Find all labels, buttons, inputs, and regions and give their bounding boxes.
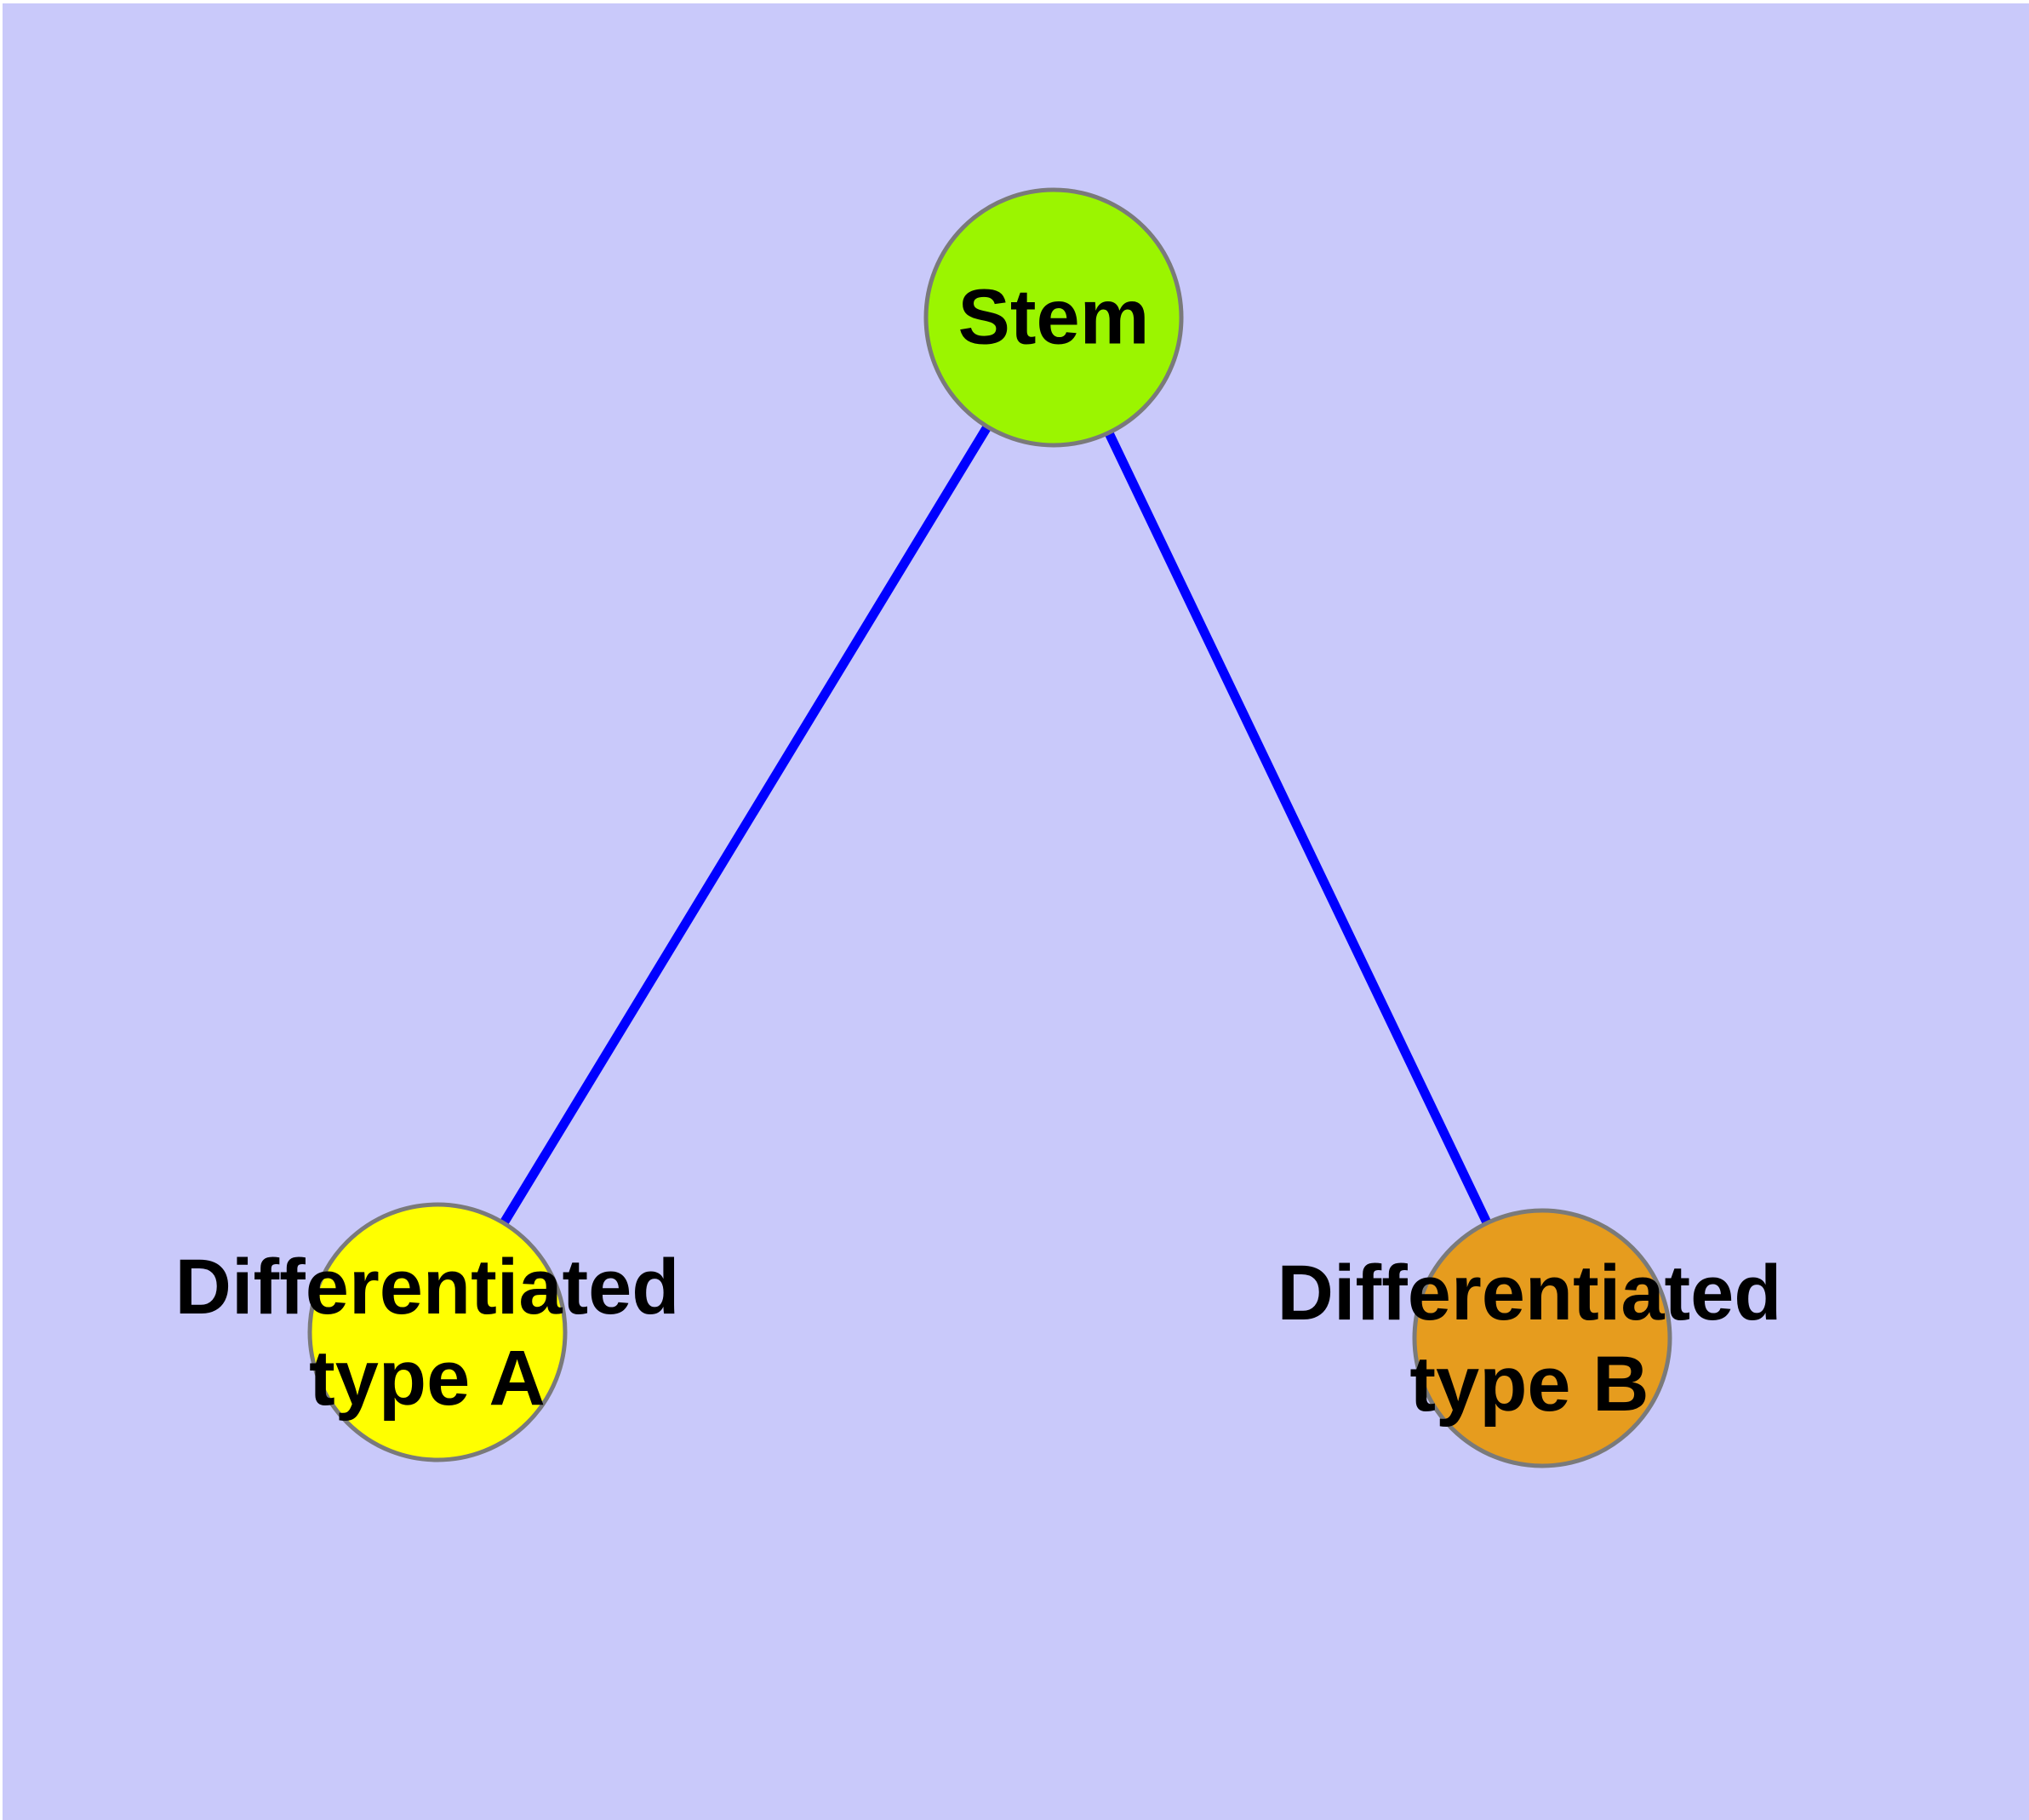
node-differentiated-type-a-circle — [307, 1202, 568, 1462]
edge-stem-to-typeB — [1049, 315, 1546, 1341]
edge-stem-to-typeA — [433, 315, 1058, 1335]
node-differentiated-type-b-circle — [1412, 1208, 1672, 1468]
node-stem-circle — [923, 187, 1184, 448]
